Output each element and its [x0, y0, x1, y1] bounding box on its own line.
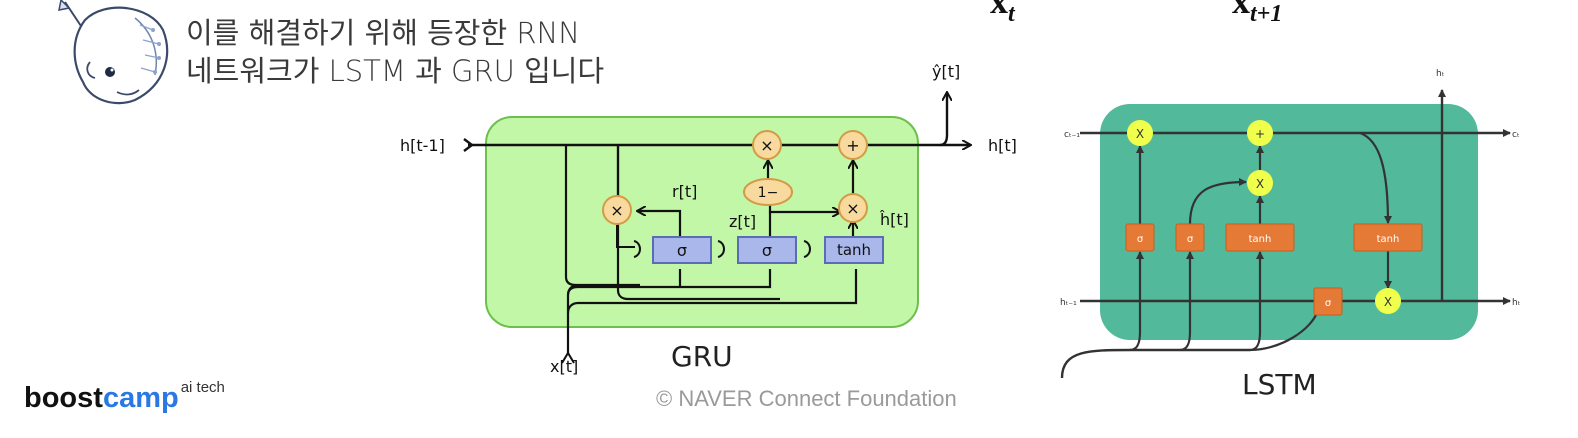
caption-line-1: 이를 해결하기 위해 등장한 RNN: [186, 16, 580, 50]
gru-h-prev-label: h[t-1]: [400, 136, 445, 155]
lstm-c-out-label: cₜ: [1512, 130, 1520, 140]
gru-h-out-label: h[t]: [988, 136, 1017, 155]
slide-caption: 이를 해결하기 위해 등장한 RNN 네트워크가 LSTM 과 GRU 입니다: [186, 14, 604, 90]
lstm-h-out-label: hₜ: [1512, 298, 1521, 308]
gru-candidate-mul-gate: [838, 193, 868, 223]
copyright-text: © NAVER Connect Foundation: [656, 386, 957, 411]
gru-r-label: r[t]: [672, 182, 697, 201]
gru-hhat-label: ĥ[t]: [879, 210, 909, 229]
lstm-input-sigma: [1175, 223, 1205, 252]
gru-update-mul-symbol: ×: [760, 136, 773, 155]
symbol-x: x: [990, 0, 1008, 21]
gru-sigma-2-label: σ: [762, 241, 772, 260]
gru-tanh-label: tanh: [837, 241, 871, 259]
lstm-output-mul-label: X: [1384, 295, 1392, 309]
gru-sigma-box-2: [737, 236, 797, 264]
lstm-output-sigma: [1313, 287, 1343, 316]
symbol-sub: t+1: [1250, 1, 1283, 28]
lstm-candidate-tanh-label: tanh: [1249, 234, 1272, 245]
gru-reset-mul-symbol: ×: [610, 201, 623, 220]
gru-reset-mul-gate: [602, 195, 632, 225]
gru-one-minus-gate: [743, 178, 793, 206]
gru-sigma-1-label: σ: [677, 241, 687, 260]
gru-add-gate: [838, 130, 868, 160]
lstm-forget-mul: [1127, 120, 1153, 146]
gru-add-symbol: +: [846, 136, 859, 155]
lstm-cell-box: [1100, 104, 1478, 340]
lstm-output-tanh-label: tanh: [1377, 234, 1400, 245]
gru-cell-box: [485, 116, 919, 328]
gru-diagram: σ σ tanh × × + × 1− h[t-1] h[t] ŷ[t] x[t…: [400, 62, 1017, 376]
lstm-input-mul-label: X: [1256, 177, 1264, 191]
lstm-output-mul: [1375, 288, 1401, 314]
lstm-h-top-label: hₜ: [1436, 69, 1445, 79]
lstm-add: [1247, 120, 1273, 146]
lstm-diagram: σ σ tanh tanh σ X + X X cₜ₋₁ cₜ hₜ₋₁ hₜ …: [1060, 69, 1521, 401]
lstm-forget-sigma-label: σ: [1137, 234, 1144, 245]
gru-candidate-mul-symbol: ×: [846, 199, 859, 218]
gru-sigma-box-1: [652, 236, 712, 264]
top-symbol-x-t1: xt+1: [1232, 0, 1282, 28]
lstm-forget-sigma: [1125, 223, 1155, 252]
gru-z-label: z[t]: [729, 212, 756, 231]
gru-one-minus-label: 1−: [758, 185, 779, 201]
gru-y-out-label: ŷ[t]: [932, 62, 960, 81]
top-symbol-x-t: xt: [990, 0, 1015, 28]
gru-title: GRU: [671, 340, 733, 373]
gru-x-in-label: x[t]: [550, 357, 578, 376]
gru-update-mul-gate: [752, 130, 782, 160]
lstm-output-tanh: [1353, 223, 1423, 252]
lstm-output-sigma-label: σ: [1325, 298, 1332, 309]
caption-line-2: 네트워크가 LSTM 과 GRU 입니다: [186, 54, 605, 88]
mascot-logo: [58, 0, 169, 105]
lstm-h-prev-label: hₜ₋₁: [1060, 298, 1077, 308]
gru-tanh-box: [824, 236, 884, 264]
lstm-title: LSTM: [1242, 368, 1317, 401]
brand-suffix: ai tech: [180, 379, 225, 397]
lstm-add-label: +: [1255, 127, 1265, 141]
symbol-sub: t: [1008, 1, 1015, 28]
lstm-candidate-tanh: [1225, 223, 1295, 252]
brand-boost: boost: [24, 382, 103, 414]
lstm-input-sigma-label: σ: [1187, 234, 1194, 245]
brand-camp: camp: [102, 382, 179, 414]
symbol-x: x: [1232, 0, 1250, 21]
lstm-c-prev-label: cₜ₋₁: [1064, 130, 1080, 140]
lstm-input-mul: [1247, 170, 1273, 196]
lstm-forget-mul-label: X: [1136, 127, 1144, 141]
